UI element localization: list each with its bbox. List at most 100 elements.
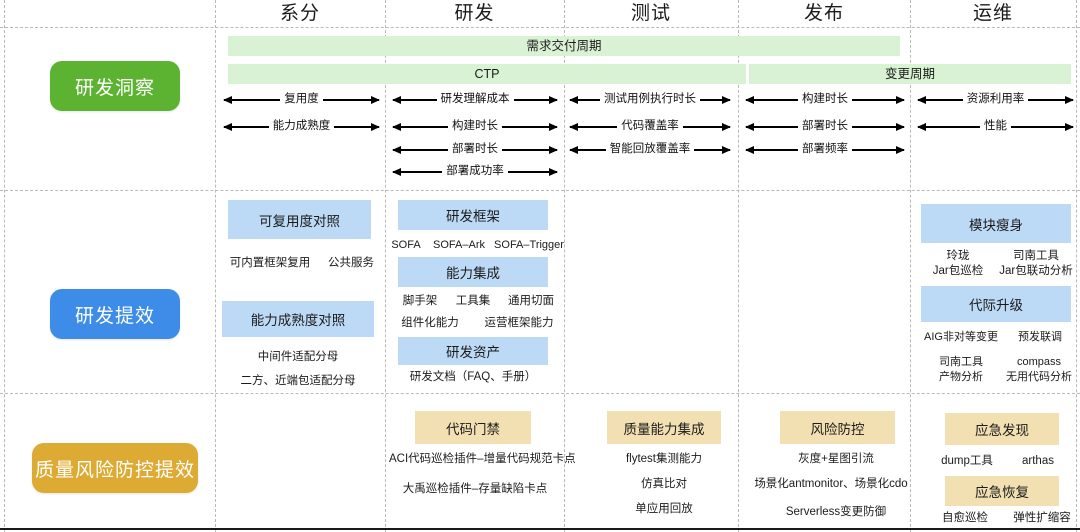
arrow-shaft-left <box>917 123 980 131</box>
cap-box-maturity-comparison[interactable]: 能力成熟度对照 <box>222 301 374 337</box>
note-sofa-trigger: SOFA–Trigger <box>490 238 568 253</box>
cap-box-reuse-comparison[interactable]: 可复用度对照 <box>228 200 371 239</box>
metric-arrow-fabu-2: 部署频率 <box>745 141 905 159</box>
cap-box-risk-control[interactable]: 风险防控 <box>780 411 895 444</box>
cap-box-label: 风险防控 <box>810 421 865 437</box>
arrow-left-head-icon <box>917 123 926 131</box>
metric-arrow-label: 智能回放覆盖率 <box>609 143 691 156</box>
grid-hline-bottom <box>0 528 1080 530</box>
note-text: arthas <box>1022 455 1054 467</box>
metric-arrow-label: 代码覆盖率 <box>621 120 679 133</box>
metric-arrow-label: 能力成熟度 <box>272 120 331 133</box>
cap-box-code-gate[interactable]: 代码门禁 <box>415 411 531 444</box>
column-header-yunwei: 运维 <box>972 3 1013 24</box>
note-text: Jar包联动分析 <box>999 265 1073 277</box>
metric-arrow-yanfa-0: 研发理解成本 <box>392 91 558 109</box>
arrow-shaft-right <box>694 146 731 154</box>
note-text: 公共服务 <box>328 257 374 269</box>
note-text: AIG非对等变更 <box>924 331 998 343</box>
note-text: 司南工具 <box>1013 250 1059 262</box>
cap-box-rd-assets[interactable]: 研发资产 <box>398 337 548 365</box>
metric-arrow-yanfa-1: 构建时长 <box>392 118 558 136</box>
row-label-quality-text: 质量风险防控提效 <box>34 459 195 481</box>
arrow-shaft-left <box>917 96 963 104</box>
arrow-left-head-icon <box>745 123 754 131</box>
cap-box-label: 可复用度对照 <box>259 213 340 229</box>
cap-box-capability-integration[interactable]: 能力集成 <box>398 257 548 287</box>
arrow-shaft-left <box>745 146 798 154</box>
grid-vline-5 <box>910 0 911 532</box>
metric-arrow-label: 部署频率 <box>802 143 848 156</box>
note-simulation-compare: 仿真比对 <box>597 477 731 492</box>
note-text: SOFA <box>391 239 421 251</box>
arrow-shaft-right <box>700 96 731 104</box>
grid-vline-3 <box>564 0 565 532</box>
row-label-insight[interactable]: 研发洞察 <box>50 61 180 111</box>
note-sofa-ark: SOFA–Ark <box>428 238 490 253</box>
arrow-shaft-right <box>682 123 731 131</box>
grid-vline-left <box>4 0 5 532</box>
metric-arrow-xifen-1: 能力成熟度 <box>223 118 380 136</box>
arrow-shaft-left <box>392 146 448 154</box>
note-text: 仿真比对 <box>641 478 687 490</box>
note-text: dump工具 <box>941 455 993 467</box>
note-scenario-antmonitor: 场景化antmonitor、场景化cdo <box>745 477 917 492</box>
note-text: 产物分析 <box>939 371 983 383</box>
metric-arrow-label: 部署时长 <box>802 120 848 133</box>
metric-arrow-label: 构建时长 <box>802 93 848 106</box>
column-header-xifen: 系分 <box>279 3 320 24</box>
cap-box-quality-capability-integration[interactable]: 质量能力集成 <box>607 411 721 444</box>
arrow-shaft-left <box>392 168 443 176</box>
note-text: 无用代码分析 <box>1006 371 1072 383</box>
cap-box-generation-upgrade[interactable]: 代际升级 <box>921 286 1071 322</box>
metric-arrow-ceshi-1: 代码覆盖率 <box>569 118 731 136</box>
cap-box-label: 质量能力集成 <box>623 421 705 437</box>
arrow-right-head-icon <box>896 123 905 131</box>
arrow-right-head-icon <box>549 146 558 154</box>
arrow-right-head-icon <box>371 96 380 104</box>
metric-arrow-label: 研发理解成本 <box>440 93 510 106</box>
metric-arrow-yunwei-1: 性能 <box>917 118 1074 136</box>
note-toolset: 工具集 <box>448 294 498 309</box>
note-rd-docs: 研发文档（FAQ、手册） <box>392 370 554 385</box>
arrow-right-head-icon <box>722 123 731 131</box>
note-text: compass <box>1016 356 1062 368</box>
arrow-right-head-icon <box>896 146 905 154</box>
note-compass: compass <box>1000 355 1078 370</box>
note-text: SOFA–Trigger <box>494 239 564 251</box>
cap-box-emergency-recovery[interactable]: 应急恢复 <box>945 476 1059 506</box>
cap-box-rd-framework[interactable]: 研发框架 <box>398 200 548 230</box>
metric-arrow-label: 部署时长 <box>452 143 498 156</box>
note-gray-starmap: 灰度+星图引流 <box>762 452 910 467</box>
arrow-shaft-right <box>1011 123 1074 131</box>
metric-arrow-fabu-1: 部署时长 <box>745 118 905 136</box>
note-text: Jar包巡检 <box>932 265 984 277</box>
arrow-shaft-right <box>502 123 558 131</box>
arrow-right-head-icon <box>722 96 731 104</box>
cap-box-module-slimming[interactable]: 模块瘦身 <box>921 204 1071 243</box>
note-operating-framework: 运营框架能力 <box>474 316 564 331</box>
note-text: 可内置框架复用 <box>229 257 311 269</box>
column-header-ceshi: 测试 <box>630 3 671 24</box>
arrow-shaft-left <box>392 123 448 131</box>
metric-arrow-ceshi-0: 测试用例执行时长 <box>569 91 731 109</box>
grid-vline-4 <box>738 0 739 532</box>
arrow-shaft-right <box>852 123 905 131</box>
arrow-shaft-right <box>334 123 380 131</box>
note-text: 大禹巡检插件–存量缺陷卡点 <box>402 483 548 495</box>
cap-box-label: 能力集成 <box>446 266 500 281</box>
cycle-bar-demand-delivery-label: 需求交付周期 <box>526 39 602 53</box>
row-label-quality[interactable]: 质量风险防控提效 <box>32 443 198 493</box>
note-dead-code-analysis: 无用代码分析 <box>1000 370 1078 385</box>
note-sinan-tool: 司南工具 <box>996 249 1076 264</box>
metric-arrow-label: 部署成功率 <box>446 165 504 178</box>
arrow-right-head-icon <box>1065 96 1074 104</box>
row-label-efficiency[interactable]: 研发提效 <box>50 289 180 339</box>
cap-box-emergency-detection[interactable]: 应急发现 <box>945 413 1059 445</box>
note-text: SOFA–Ark <box>433 239 485 251</box>
metric-arrow-label: 复用度 <box>284 93 319 106</box>
note-text: ACI代码巡检插件–增量代码规范卡点 <box>389 453 576 465</box>
cycle-bar-ctp-label: CTP <box>474 67 500 81</box>
grid-vline-2 <box>385 0 386 532</box>
arrow-shaft-left <box>745 96 798 104</box>
